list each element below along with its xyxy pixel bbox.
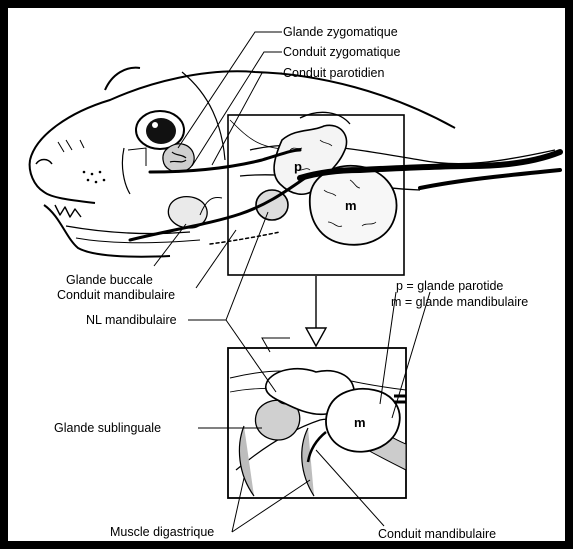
label-conduit-mandibulaire-bottom: Conduit mandibulaire (378, 527, 496, 541)
label-conduit-zygomatique: Conduit zygomatique (283, 45, 400, 59)
label-muscle-digastrique: Muscle digastrique (110, 525, 214, 539)
label-nl-mandibulaire: NL mandibulaire (86, 313, 177, 327)
label-glande-buccale: Glande buccale (66, 273, 153, 287)
label-glande-sublinguale: Glande sublinguale (54, 421, 161, 435)
legend-m: m = glande mandibulaire (391, 295, 528, 309)
label-conduit-mandibulaire-top: Conduit mandibulaire (57, 288, 175, 302)
label-glande-zygomatique: Glande zygomatique (283, 25, 398, 39)
legend-p: p = glande parotide (396, 279, 503, 293)
label-conduit-parotidien: Conduit parotidien (283, 66, 384, 80)
